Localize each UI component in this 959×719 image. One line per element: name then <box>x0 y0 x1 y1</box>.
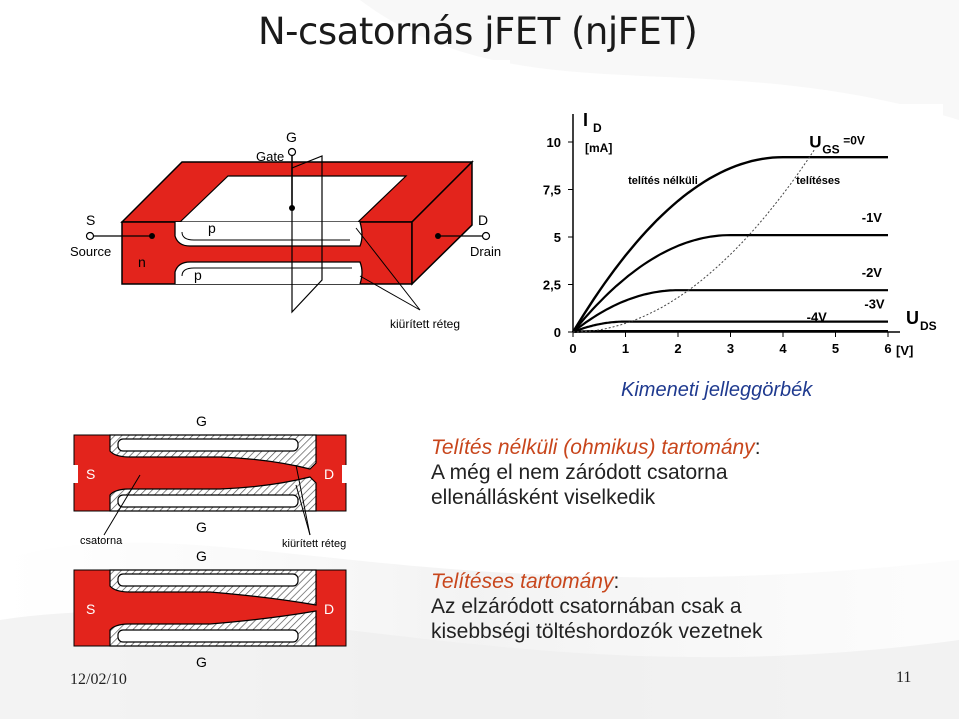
series-label-ugs: U <box>809 133 821 152</box>
g-label-3: G <box>196 548 207 564</box>
depletion-label-2: kiürített réteg <box>282 538 346 550</box>
series-label: -1V <box>862 210 883 225</box>
y-tick-label: 2,5 <box>543 278 561 293</box>
jfet-structure-figure: G Gate S Source D Drain p p n kiürített … <box>60 60 510 340</box>
series-curve <box>572 234 888 333</box>
series-label-ugs-value: =0V <box>843 134 865 148</box>
saturation-region-text: Telítéses tartomány: Az elzáródott csato… <box>431 569 763 644</box>
page-number: 11 <box>896 669 912 686</box>
saturation-heading: Telítéses tartomány <box>431 570 614 593</box>
saturation-colon: : <box>613 570 620 593</box>
y-axis-unit: [mA] <box>585 141 612 155</box>
ohmic-line-2: ellenállásként viselkedik <box>431 486 656 509</box>
series-label: -3V <box>864 296 885 311</box>
drain-letter: D <box>478 212 488 228</box>
saturation-line-2: kisebbségi töltéshordozók vezetnek <box>431 620 763 643</box>
series-label: -4V <box>807 310 828 325</box>
y-axis-title: I <box>583 110 588 130</box>
ohmic-region-text: Telítés nélküli (ohmikus) tartomány: A m… <box>431 435 761 510</box>
s-label-2: S <box>86 601 95 617</box>
depletion-label: kiürített réteg <box>390 317 460 331</box>
channel-crosssection-figure: G G G G S D S D csatorna kiürített réteg <box>72 413 348 670</box>
region-ohmic-label: telítés nélküli <box>628 175 698 187</box>
d-label-1: D <box>324 466 334 482</box>
x-tick-label: 1 <box>622 341 629 356</box>
p-top-label: p <box>208 220 216 236</box>
series-curve <box>571 156 888 333</box>
pinch-off-boundary <box>572 149 815 333</box>
channel-label: csatorna <box>80 535 123 547</box>
g-label-2: G <box>196 519 207 535</box>
drain-word: Drain <box>470 244 501 259</box>
y-tick-label: 0 <box>554 325 561 340</box>
region-saturation-label: telítéses <box>796 175 840 187</box>
s-label-1: S <box>86 466 95 482</box>
chart-caption: Kimeneti jelleggörbék <box>621 379 813 401</box>
y-tick-label: 10 <box>547 135 561 150</box>
ohmic-heading: Telítés nélküli (ohmikus) tartomány <box>431 436 755 459</box>
p-bottom-label: p <box>194 267 202 283</box>
g-label-4: G <box>196 654 207 670</box>
x-tick-label: 0 <box>569 341 576 356</box>
series-curve <box>573 330 888 334</box>
series-curve <box>572 289 888 333</box>
source-letter: S <box>86 212 95 228</box>
x-axis-title: U <box>906 308 919 328</box>
series-curve <box>572 320 888 334</box>
footer-date: 12/02/10 <box>70 671 127 688</box>
source-word: Source <box>70 244 111 259</box>
n-label: n <box>138 254 146 270</box>
y-axis-subscript: D <box>593 121 602 135</box>
series-label-ugs-subscript: GS <box>822 143 839 157</box>
x-tick-label: 4 <box>779 341 787 356</box>
series-label: -2V <box>862 265 883 280</box>
x-axis-unit: [V] <box>896 343 913 358</box>
y-tick-label: 7,5 <box>543 183 561 198</box>
saturation-line-1: Az elzáródott csatornában csak a <box>431 595 742 618</box>
gate-word: Gate <box>256 149 284 164</box>
x-tick-label: 6 <box>884 341 891 356</box>
g-label-1: G <box>196 413 207 429</box>
d-label-2: D <box>324 601 334 617</box>
ohmic-line-1: A még el nem záródott csatorna <box>431 461 728 484</box>
x-axis-subscript: DS <box>920 319 937 333</box>
ohmic-colon: : <box>754 436 761 459</box>
x-tick-label: 5 <box>832 341 839 356</box>
x-tick-label: 3 <box>727 341 734 356</box>
page-title: N-csatornás jFET (njFET) <box>258 10 698 53</box>
gate-letter: G <box>286 129 297 145</box>
x-tick-label: 2 <box>674 341 681 356</box>
y-tick-label: 5 <box>554 230 561 245</box>
